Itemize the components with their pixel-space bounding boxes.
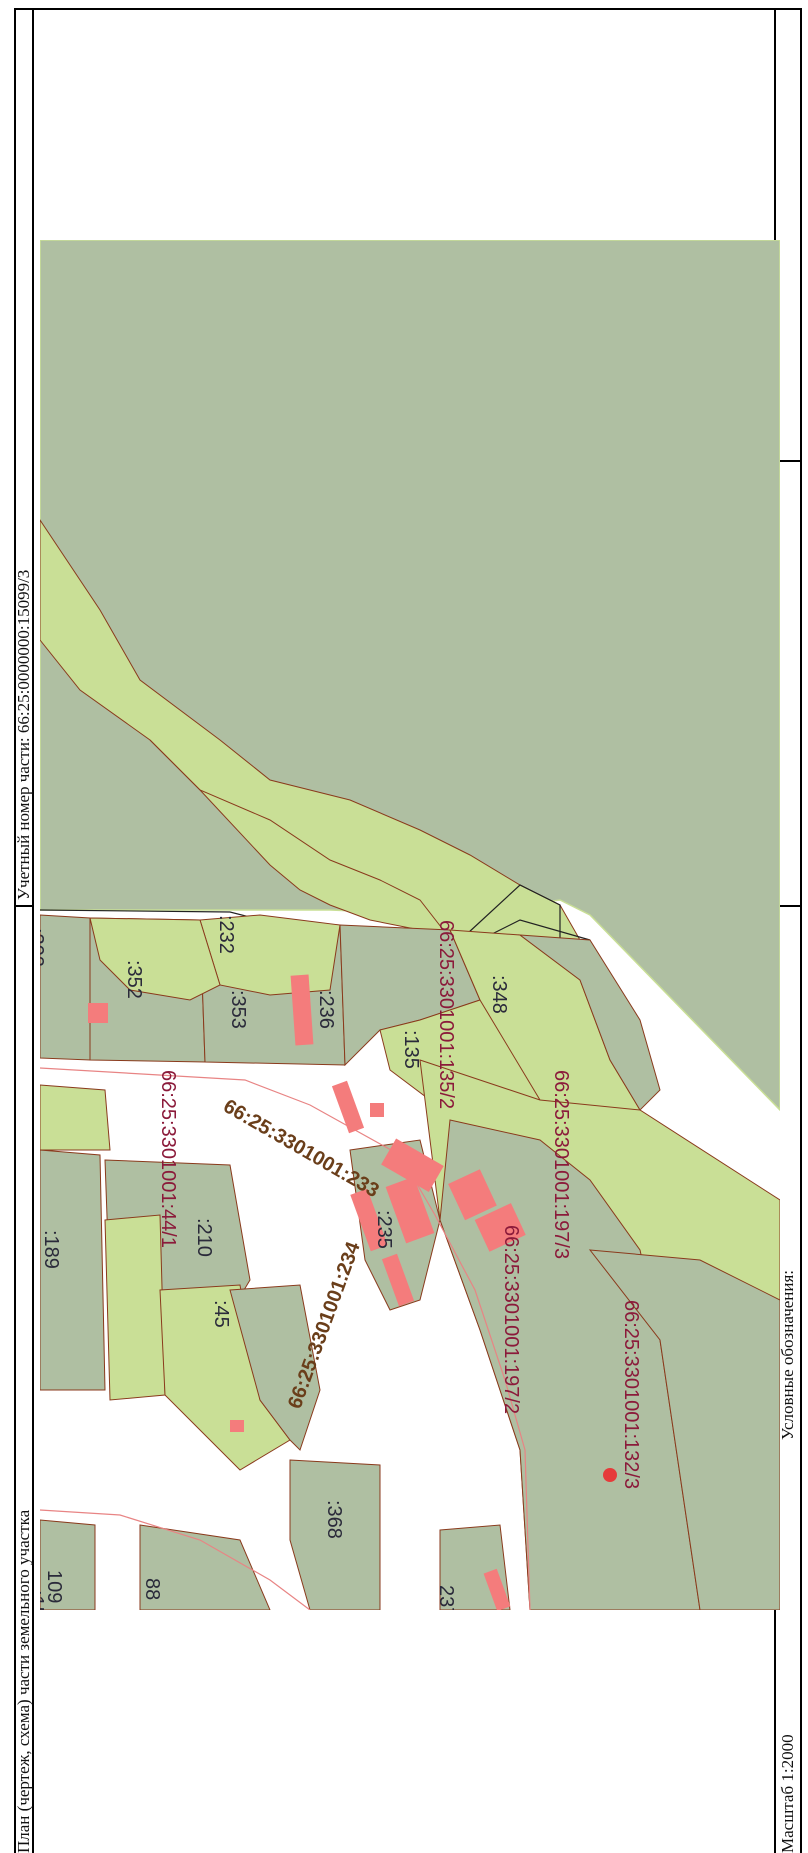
label-135-2: 66:25:3301001:135/2: [435, 920, 457, 1109]
label-109: 109: [43, 1570, 65, 1603]
frame-right-tick-2: [774, 905, 802, 907]
frame-header-tick: [14, 905, 34, 907]
frame-right-tick-1: [774, 460, 802, 462]
frame-top-border: [14, 8, 802, 10]
parcel-368: [289, 1459, 381, 1610]
label-368: :368: [323, 1500, 345, 1539]
large-parcel-top: [40, 240, 780, 1112]
label-352: :352: [123, 960, 145, 999]
label-189: :189: [40, 1230, 62, 1269]
building-8: [381, 1253, 415, 1307]
label-237: 237: [435, 1585, 457, 1618]
parcel-189: [40, 1149, 106, 1391]
parcel-132-3: [588, 1249, 780, 1610]
label-45: :45: [210, 1300, 232, 1328]
building-9: [448, 1169, 497, 1221]
label-353: :353: [227, 990, 249, 1029]
label-236: :236: [315, 990, 337, 1029]
label-210: :210: [193, 1218, 215, 1257]
label-232: :232: [215, 915, 237, 954]
parcel-45b: [229, 1284, 321, 1451]
building-1: [88, 1003, 108, 1023]
label-348: :348: [488, 975, 510, 1014]
strip-black-line-2: [454, 884, 561, 946]
building-2: [290, 974, 314, 1046]
frame-right-border: [800, 8, 802, 1853]
frame-header-divider: [32, 8, 34, 1853]
label-197-3: 66:25:3301001:197/3: [550, 1070, 572, 1259]
building-11: [230, 1420, 244, 1432]
label-135: :135: [400, 1030, 422, 1069]
building-10: [474, 1203, 526, 1252]
building-12: [483, 1568, 511, 1610]
building-5: [381, 1138, 444, 1192]
road-line-1: [40, 1067, 531, 1610]
parcel-44-1b: [104, 1214, 166, 1401]
label-197-2: 66:25:3301001:197/2: [500, 1225, 522, 1414]
label-154: :154: [25, 1590, 47, 1629]
parcel-109: [40, 1519, 96, 1610]
label-302: :302: [25, 928, 47, 967]
parcel-44-1: [40, 1084, 111, 1151]
parcel-88: [139, 1524, 271, 1610]
label-44-1: 66:25:3301001:44/1: [157, 1070, 179, 1248]
point-marker: [603, 1468, 617, 1482]
building-7: [350, 1188, 388, 1252]
building-4: [370, 1103, 384, 1117]
road-line-2: [40, 1509, 311, 1610]
parcel-348: [518, 934, 661, 1111]
building-6: [385, 1176, 435, 1244]
parcel-232b: [89, 917, 221, 1001]
frame-left-border: [14, 8, 16, 1853]
label-235: :235: [373, 1210, 395, 1249]
strip-inner-line: [149, 739, 456, 946]
building-3: [331, 1080, 365, 1134]
label-88: 88: [141, 1578, 163, 1600]
label-132-3: 66:25:3301001:132/3: [620, 1300, 642, 1489]
